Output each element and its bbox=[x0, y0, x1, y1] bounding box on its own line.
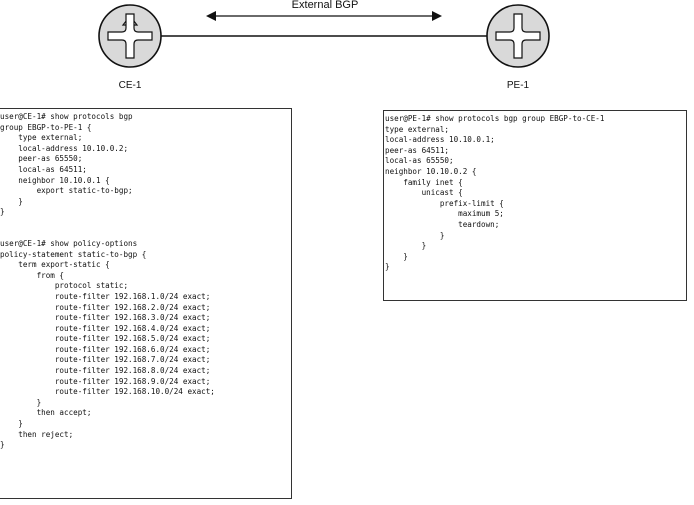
pe-1-label: PE-1 bbox=[506, 80, 530, 91]
config-line: neighbor 10.10.0.2 { bbox=[385, 166, 477, 176]
config-line: peer-as 64511; bbox=[385, 145, 450, 155]
config-line: unicast { bbox=[385, 188, 463, 198]
config-line: type external; bbox=[385, 124, 450, 134]
config-line: term export-static { bbox=[0, 260, 110, 270]
config-line: route-filter 192.168.2.0/24 exact; bbox=[0, 302, 211, 312]
config-line: then reject; bbox=[0, 429, 74, 439]
config-line: route-filter 192.168.9.0/24 exact; bbox=[0, 376, 211, 386]
config-line: then accept; bbox=[0, 408, 92, 418]
pe-1-config-text: user@PE-1# show protocols bgp group EBGP… bbox=[384, 111, 686, 273]
config-line: user@PE-1# show protocols bgp group EBGP… bbox=[385, 114, 605, 123]
config-line: } bbox=[385, 251, 408, 261]
ce-1-router bbox=[97, 3, 163, 69]
config-line: } bbox=[0, 419, 23, 429]
config-line: teardown; bbox=[385, 219, 500, 229]
config-line: prefix-limit { bbox=[385, 198, 504, 208]
config-line: user@CE-1# show protocols bgp bbox=[0, 112, 133, 121]
config-line: maximum 5; bbox=[385, 209, 504, 219]
config-line: } bbox=[385, 230, 445, 240]
external-bgp-label: External BGP bbox=[291, 0, 359, 11]
config-line: route-filter 192.168.6.0/24 exact; bbox=[0, 344, 211, 354]
config-line: type external; bbox=[0, 133, 83, 143]
config-line: local-address 10.10.0.1; bbox=[385, 135, 495, 145]
config-line: } bbox=[0, 397, 42, 407]
config-line: user@CE-1# show policy-options bbox=[0, 238, 138, 248]
ce-1-label: CE-1 bbox=[118, 80, 142, 91]
router-icon bbox=[98, 4, 162, 68]
pe-1-router bbox=[485, 3, 551, 69]
config-line: route-filter 192.168.8.0/24 exact; bbox=[0, 366, 211, 376]
config-line: } bbox=[0, 440, 5, 450]
config-line: route-filter 192.168.4.0/24 exact; bbox=[0, 323, 211, 333]
config-line: } bbox=[0, 196, 23, 206]
config-line: protocol static; bbox=[0, 281, 129, 291]
config-line: route-filter 192.168.7.0/24 exact; bbox=[0, 355, 211, 365]
config-line: policy-statement static-to-bgp { bbox=[0, 249, 147, 259]
config-line: neighbor 10.10.0.1 { bbox=[0, 175, 110, 185]
config-line: local-as 64511; bbox=[0, 164, 87, 174]
config-line: } bbox=[0, 207, 5, 217]
config-line: from { bbox=[0, 270, 65, 280]
pe-1-config-box: user@PE-1# show protocols bgp group EBGP… bbox=[383, 110, 687, 301]
config-line: peer-as 65550; bbox=[0, 154, 83, 164]
config-line: family inet { bbox=[385, 177, 463, 187]
config-line: route-filter 192.168.1.0/24 exact; bbox=[0, 291, 211, 301]
router-icon bbox=[486, 4, 550, 68]
config-line: group EBGP-to-PE-1 { bbox=[0, 122, 92, 132]
config-line: local-as 65550; bbox=[385, 156, 454, 166]
pe-bgp-config: user@PE-1# show protocols bgp group EBGP… bbox=[385, 114, 686, 273]
config-line: } bbox=[385, 241, 427, 251]
config-line: } bbox=[385, 262, 390, 272]
config-line: route-filter 192.168.10.0/24 exact; bbox=[0, 387, 215, 397]
config-line: local-address 10.10.0.2; bbox=[0, 143, 129, 153]
config-line: export static-to-bgp; bbox=[0, 186, 133, 196]
config-line: route-filter 192.168.5.0/24 exact; bbox=[0, 334, 211, 344]
config-line: route-filter 192.168.3.0/24 exact; bbox=[0, 313, 211, 323]
